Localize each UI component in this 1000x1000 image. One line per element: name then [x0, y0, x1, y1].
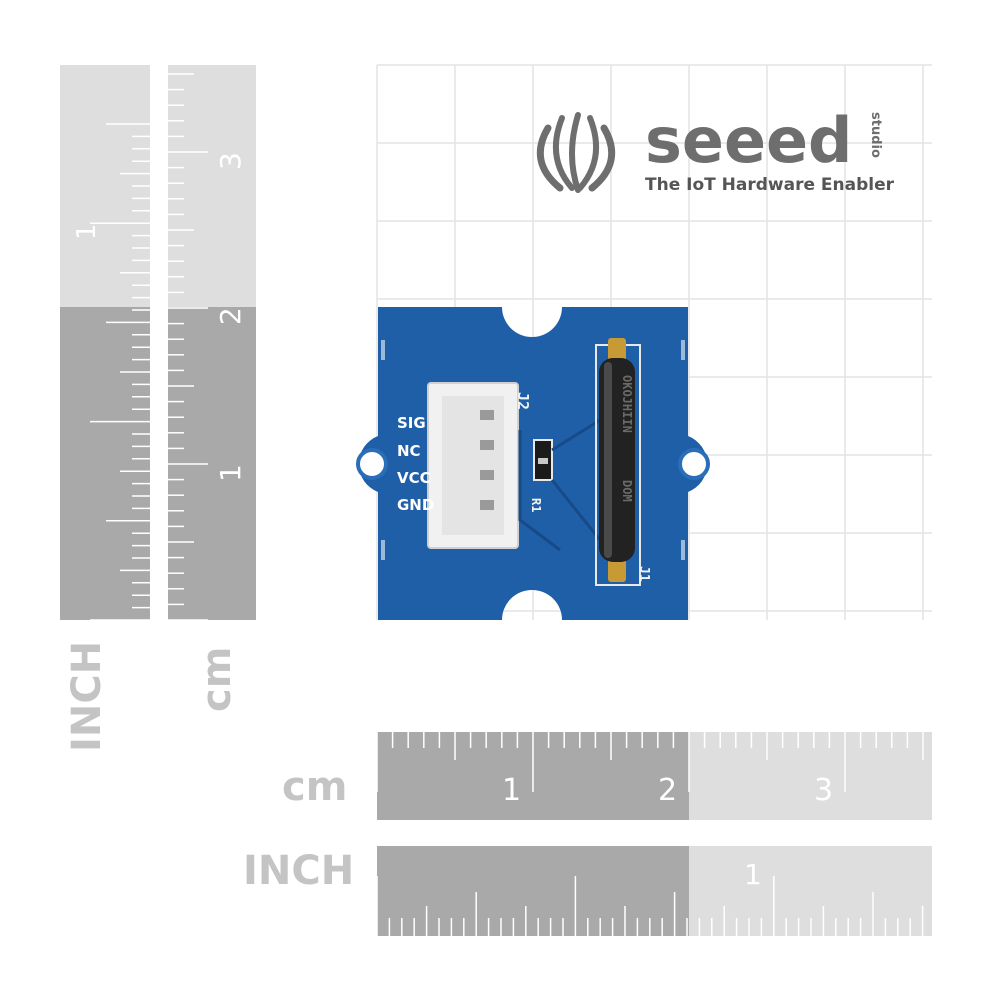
bottom-cm-number-3: 3: [814, 773, 833, 808]
left-cm-ruler: 3 2 1: [168, 65, 256, 621]
seeed-logo: seeed studio The IoT Hardware Enabler: [536, 104, 895, 195]
left-cm-number-1: 1: [214, 464, 247, 482]
pin-label-gnd: GND: [397, 496, 434, 514]
pin-label-sig: SIG: [397, 414, 426, 432]
mount-hole-left: [356, 448, 388, 480]
grove-connector: [427, 382, 519, 549]
pin-label-nc: NC: [397, 442, 421, 460]
left-inch-ruler: 1: [60, 65, 150, 621]
bottom-inch-ruler: 1: [376, 846, 932, 936]
bottom-cm-unit-label: cm: [282, 764, 347, 810]
bottom-cm-number-2: 2: [658, 773, 677, 808]
connector-label: J2: [514, 392, 532, 410]
grove-reed-switch-board: SIG NC VCC GND J2 R1 OKOJHIIN DOM J1: [356, 307, 710, 620]
brand-name: seeed: [645, 104, 852, 177]
brand-sub: studio: [868, 112, 883, 158]
reed-switch: [595, 338, 641, 586]
bottom-cm-ruler: 1 2 3: [376, 732, 932, 820]
reed-switch-text-bottom: DOM: [620, 480, 634, 502]
seeed-logo-mark-icon: [536, 112, 616, 193]
switch-label: J1: [636, 566, 651, 582]
left-cm-number-2: 2: [214, 307, 247, 325]
bottom-inch-unit-label: INCH: [243, 848, 354, 894]
mount-hole-right: [678, 448, 710, 480]
reed-switch-text-top: OKOJHIIN: [620, 375, 634, 433]
left-cm-number-3: 3: [214, 152, 247, 170]
brand-tagline: The IoT Hardware Enabler: [645, 175, 895, 195]
left-cm-unit-label: cm: [194, 647, 240, 712]
bottom-inch-number: 1: [744, 858, 762, 891]
bottom-cm-number-1: 1: [502, 773, 521, 808]
resistor-label: R1: [529, 498, 543, 512]
left-inch-unit-label: INCH: [64, 641, 110, 752]
left-inch-number: 1: [72, 223, 102, 240]
pcb-traces: [518, 418, 602, 552]
resistor-r1: [533, 439, 553, 481]
edge-pads: [381, 340, 685, 560]
pin-label-vcc: VCC: [397, 469, 431, 487]
